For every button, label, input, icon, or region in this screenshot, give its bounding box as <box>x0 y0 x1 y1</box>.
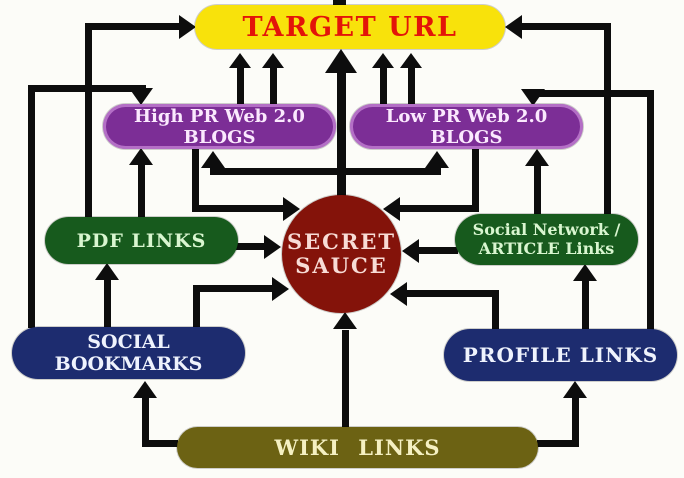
node-social-bookmarks: SOCIAL BOOKMARKS <box>12 327 245 379</box>
connector-line <box>333 0 346 6</box>
connector-line <box>85 23 181 30</box>
connector-line <box>28 85 146 92</box>
connector-line <box>237 67 244 105</box>
connector-line <box>582 280 589 330</box>
connector-line <box>647 93 654 330</box>
arrowhead <box>179 15 196 39</box>
arrowhead <box>264 235 281 259</box>
arrowhead <box>272 277 289 301</box>
connector-line <box>85 26 92 218</box>
arrowhead <box>525 149 549 166</box>
arrowhead <box>505 15 522 39</box>
article-line2: ARTICLE Links <box>478 238 615 258</box>
node-social-network-article-links: Social Network / ARTICLE Links <box>455 214 638 265</box>
node-profile-links-label: PROFILE LINKS <box>462 343 659 367</box>
connector-line <box>522 23 611 30</box>
connector-line <box>236 243 266 250</box>
connector-line <box>537 440 579 447</box>
connector-line <box>337 72 346 196</box>
connector-line <box>408 67 415 105</box>
connector-line <box>28 85 35 328</box>
node-pdf-links-label: PDF LINKS <box>76 229 207 252</box>
arrowhead <box>563 381 587 398</box>
connector-line <box>192 148 199 209</box>
arrowhead <box>333 312 357 329</box>
arrowhead <box>262 53 284 68</box>
node-target-url: TARGET URL <box>195 5 505 49</box>
connector-line <box>142 440 178 447</box>
node-secret-sauce: SECRET SAUCE <box>282 195 401 313</box>
arrowhead <box>372 53 394 68</box>
arrowhead <box>383 197 400 221</box>
connector-line <box>192 205 285 212</box>
connector-line <box>380 67 387 105</box>
connector-line <box>138 164 145 217</box>
node-profile-links: PROFILE LINKS <box>444 329 677 381</box>
node-secret-sauce-label: SECRET SAUCE <box>287 228 396 278</box>
arrowhead <box>95 263 119 280</box>
article-line1: Social Network / <box>472 220 621 240</box>
arrowhead <box>402 239 419 263</box>
node-low-pr-label: Low PR Web 2.0 BLOGS <box>385 105 548 148</box>
node-high-pr-web20-blogs: High PR Web 2.0 BLOGS <box>103 104 336 149</box>
secret-sauce-line1: SECRET <box>287 228 396 254</box>
arrowhead <box>573 264 597 281</box>
arrowhead <box>521 89 545 106</box>
node-social-bookmarks-label: SOCIAL BOOKMARKS <box>54 331 203 375</box>
connector-line <box>342 330 349 430</box>
connector-line <box>270 67 277 105</box>
node-pdf-links: PDF LINKS <box>45 217 238 264</box>
connector-line <box>193 285 274 292</box>
arrowhead <box>201 151 225 168</box>
connector-line <box>104 279 111 328</box>
arrowhead <box>325 49 357 73</box>
node-target-url-label: TARGET URL <box>242 11 458 43</box>
connector-line <box>419 247 458 254</box>
arrowhead <box>400 53 422 68</box>
connector-line <box>472 148 479 209</box>
connector-line <box>396 205 479 212</box>
arrowhead <box>390 282 407 306</box>
connector-line <box>572 398 579 447</box>
node-wiki-links: WIKI LINKS <box>177 427 538 468</box>
arrowhead <box>129 88 153 105</box>
node-low-pr-web20-blogs: Low PR Web 2.0 BLOGS <box>350 104 583 149</box>
connector-line <box>210 168 441 175</box>
secret-sauce-line2: SAUCE <box>295 253 388 278</box>
connector-line <box>492 293 499 330</box>
connector-line <box>407 290 499 297</box>
arrowhead <box>425 151 449 168</box>
connector-line <box>142 398 149 447</box>
connector-line <box>534 165 541 214</box>
node-high-pr-label: High PR Web 2.0 BLOGS <box>134 105 305 148</box>
node-wiki-links-label: WIKI LINKS <box>274 435 441 460</box>
node-article-label: Social Network / ARTICLE Links <box>472 220 621 258</box>
connector-line <box>530 90 654 97</box>
connector-line <box>193 288 200 328</box>
arrowhead <box>229 53 251 68</box>
arrowhead <box>133 381 157 398</box>
connector-line <box>604 26 611 214</box>
arrowhead <box>129 148 153 165</box>
